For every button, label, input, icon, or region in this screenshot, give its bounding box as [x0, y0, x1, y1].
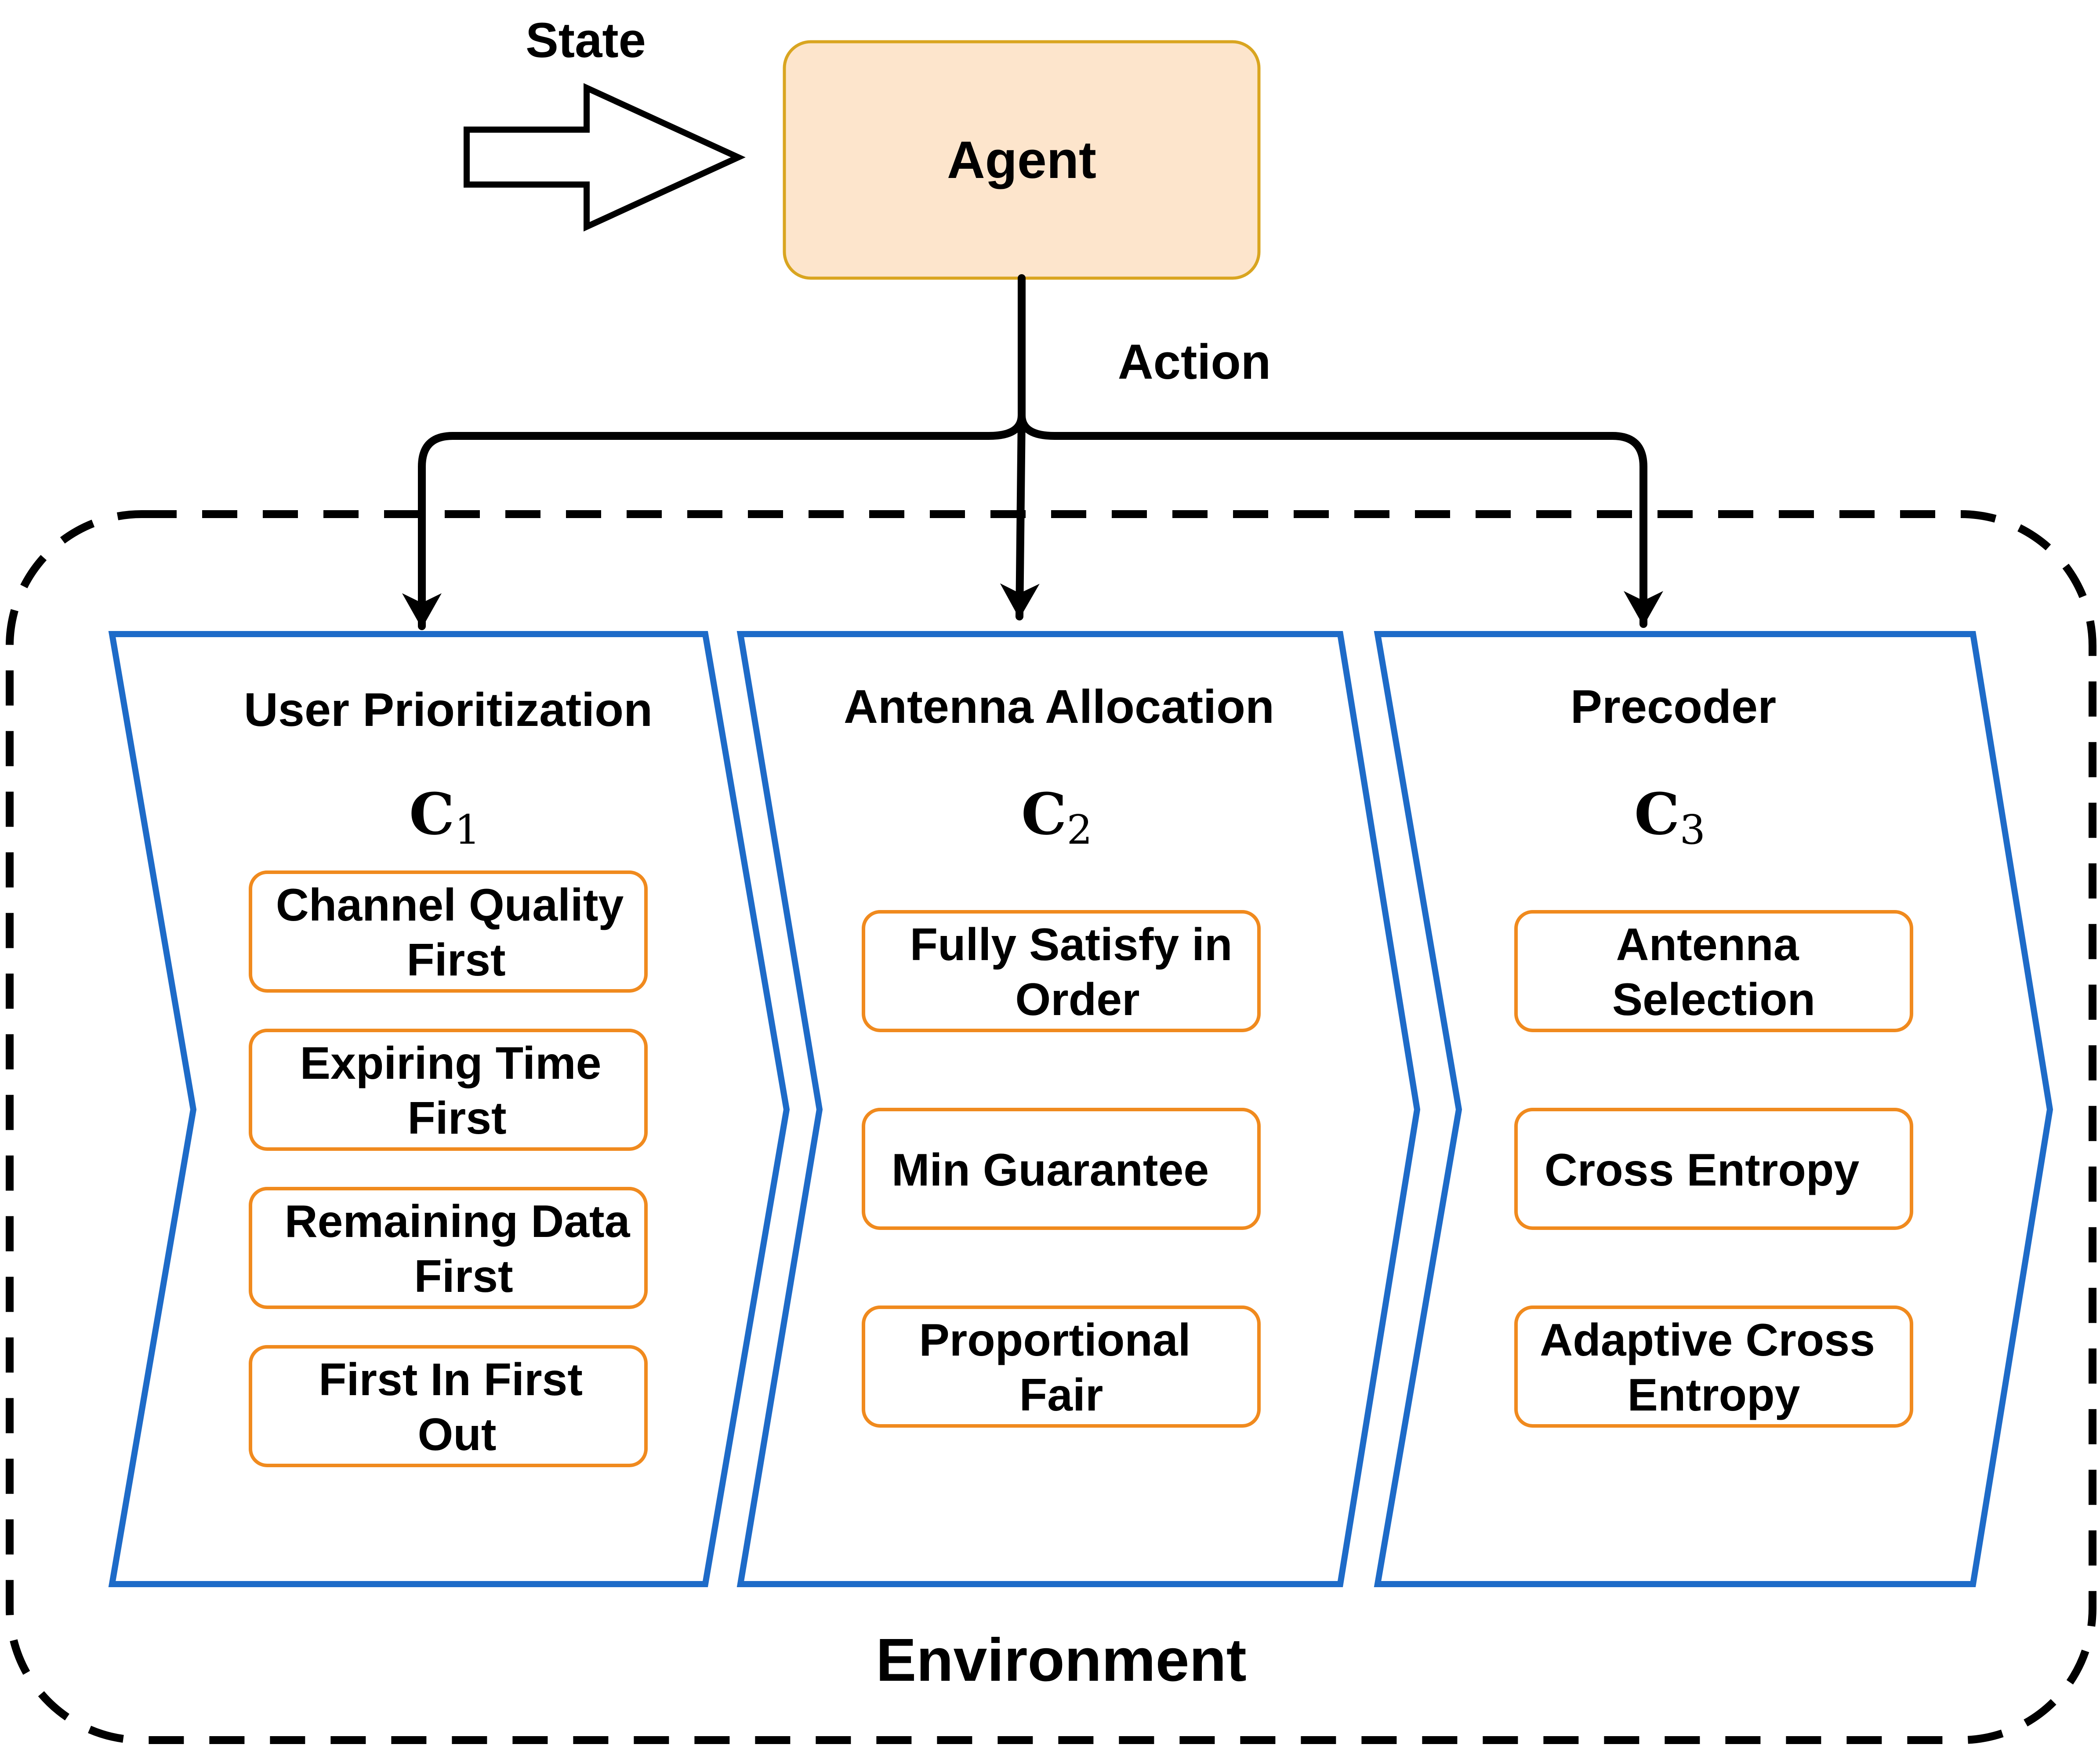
- stage-symbol: C2: [1021, 780, 1092, 853]
- stage-symbol: C3: [1634, 780, 1705, 853]
- state-arrow-icon: [464, 83, 746, 232]
- action-branch-middle: [1000, 411, 1040, 620]
- agent-label: Agent: [947, 131, 1096, 189]
- option-box: [1514, 1108, 1913, 1230]
- stage-title: Antenna Allocation: [844, 680, 1274, 733]
- action-branch-left: [402, 411, 1026, 630]
- state-label: State: [526, 13, 646, 68]
- option-label: Adaptive Cross Entropy: [1540, 1315, 1888, 1421]
- option-box: [249, 870, 648, 993]
- option-label: Remaining Data First: [285, 1196, 643, 1302]
- stage-symbol: C1: [409, 780, 480, 853]
- action-branch-right: [1018, 411, 1663, 628]
- option-label: Antenna Selection: [1612, 919, 1815, 1025]
- action-connectors: [402, 274, 1663, 630]
- option-box: [1514, 910, 1913, 1032]
- option-box: [862, 1108, 1261, 1230]
- option-label: Fully Satisfy in Order: [910, 919, 1245, 1025]
- option-box: [249, 1187, 648, 1309]
- action-label: Action: [1118, 334, 1271, 389]
- environment-label: Environment: [876, 1626, 1246, 1694]
- option-label: Min Guarantee: [892, 1145, 1209, 1196]
- option-box: [862, 910, 1261, 1032]
- stage-title: User Prioritization: [244, 683, 653, 736]
- option-label: Channel Quality First: [276, 880, 637, 986]
- option-box: [249, 1029, 648, 1151]
- option-label: Proportional Fair: [919, 1315, 1203, 1421]
- stage-title: Precoder: [1570, 680, 1776, 733]
- option-box: [862, 1306, 1261, 1428]
- option-label: Cross Entropy: [1545, 1145, 1860, 1196]
- option-label: Expiring Time First: [300, 1038, 614, 1144]
- option-label: First In First Out: [319, 1354, 595, 1460]
- option-box: [1514, 1306, 1913, 1428]
- option-box: [249, 1345, 648, 1467]
- environment-boundary: [6, 510, 2096, 1744]
